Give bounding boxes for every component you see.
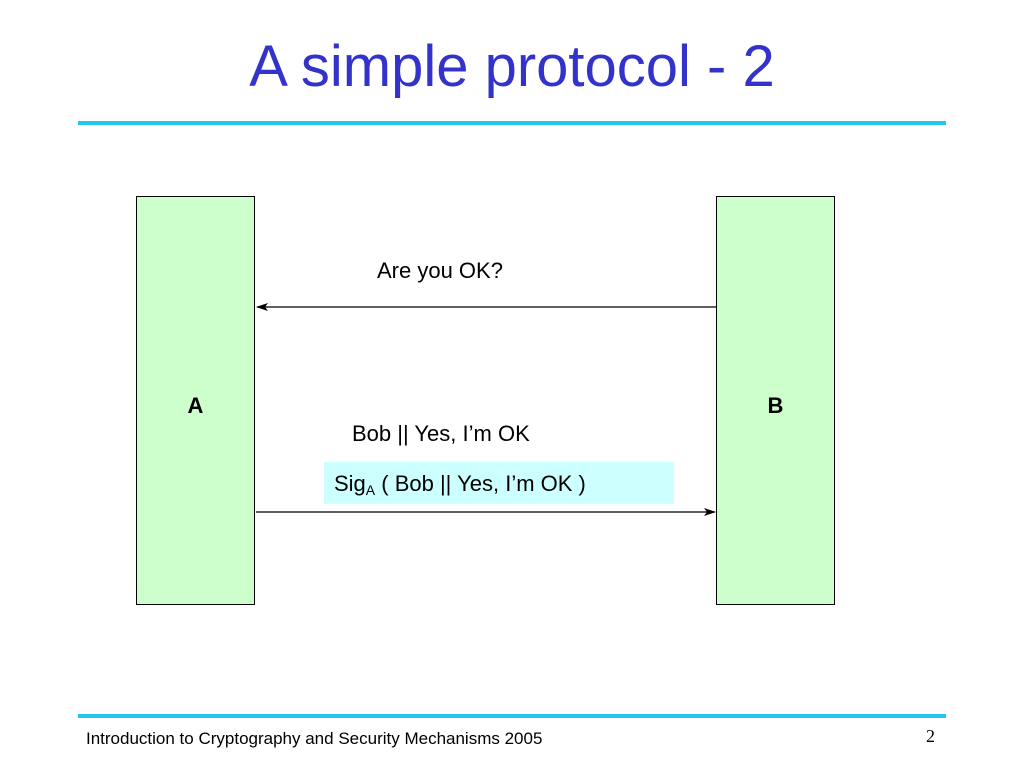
signature-body: ( Bob || Yes, I’m OK ) [375,471,586,496]
entity-a-label: A [187,393,204,418]
slide-footer: Introduction to Cryptography and Securit… [86,729,543,748]
footer-divider [78,714,946,718]
entity-a-box: A [136,196,255,605]
slide-title: A simple protocol - 2 [249,34,775,99]
title-divider [78,121,946,125]
message-bob-yes-ok: Bob || Yes, I’m OK [352,421,530,446]
page-number: 2 [926,726,935,746]
message-are-you-ok: Are you OK? [377,258,503,283]
signature-text: SigA ( Bob || Yes, I’m OK ) [334,471,586,498]
signature-subscript: A [365,482,376,498]
entity-b-box: B [716,196,835,605]
signature-box [324,462,674,504]
signature-prefix: Sig [334,471,366,496]
entity-b-label: B [767,393,784,418]
